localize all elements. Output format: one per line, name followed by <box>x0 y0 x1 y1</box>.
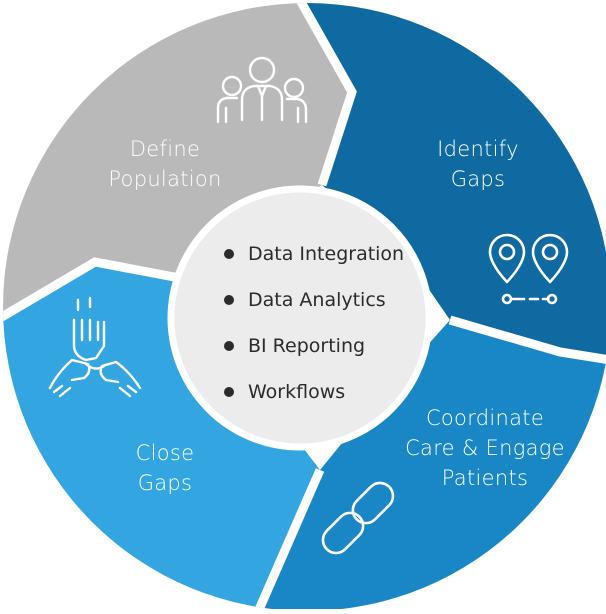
center-item-data-analytics: Data Analytics <box>248 289 386 311</box>
map-pins-route-icon <box>488 233 569 305</box>
chain-link-icon <box>321 481 395 555</box>
bullet-dot <box>224 387 234 397</box>
people-group-icon <box>216 56 308 124</box>
center-item-workflows: Workflows <box>248 381 346 403</box>
hands-together-icon <box>48 296 142 398</box>
coordinate-care-line3: Patients <box>441 466 529 490</box>
coordinate-care-line1: Coordinate <box>425 406 545 430</box>
center-item-bi-reporting: BI Reporting <box>248 335 366 357</box>
label-define-population: Define Population <box>100 134 230 194</box>
close-gaps-line2: Gaps <box>137 471 193 495</box>
identify-gaps-line2: Gaps <box>450 167 506 191</box>
define-population-line2: Population <box>108 167 222 191</box>
bullet-dot <box>224 295 234 305</box>
center-list-item: Workflows <box>222 374 404 420</box>
label-coordinate-care: Coordinate Care & Engage Patients <box>390 403 580 493</box>
bullet-dot <box>224 341 234 351</box>
center-item-data-integration: Data Integration <box>248 243 405 265</box>
define-population-line1: Define <box>129 137 201 161</box>
label-identify-gaps: Identify Gaps <box>418 134 538 194</box>
label-close-gaps: Close Gaps <box>110 438 220 498</box>
close-gaps-line1: Close <box>135 441 195 465</box>
center-bullet-list: Data Integration Data Analytics BI Repor… <box>222 236 404 420</box>
center-circle <box>167 185 433 451</box>
bullet-dot <box>224 249 234 259</box>
center-list-item: Data Analytics <box>222 282 404 328</box>
identify-gaps-line1: Identify <box>437 137 519 161</box>
center-list-item: BI Reporting <box>222 328 404 374</box>
coordinate-care-line2: Care & Engage <box>405 436 565 460</box>
center-list-item: Data Integration <box>222 236 404 282</box>
